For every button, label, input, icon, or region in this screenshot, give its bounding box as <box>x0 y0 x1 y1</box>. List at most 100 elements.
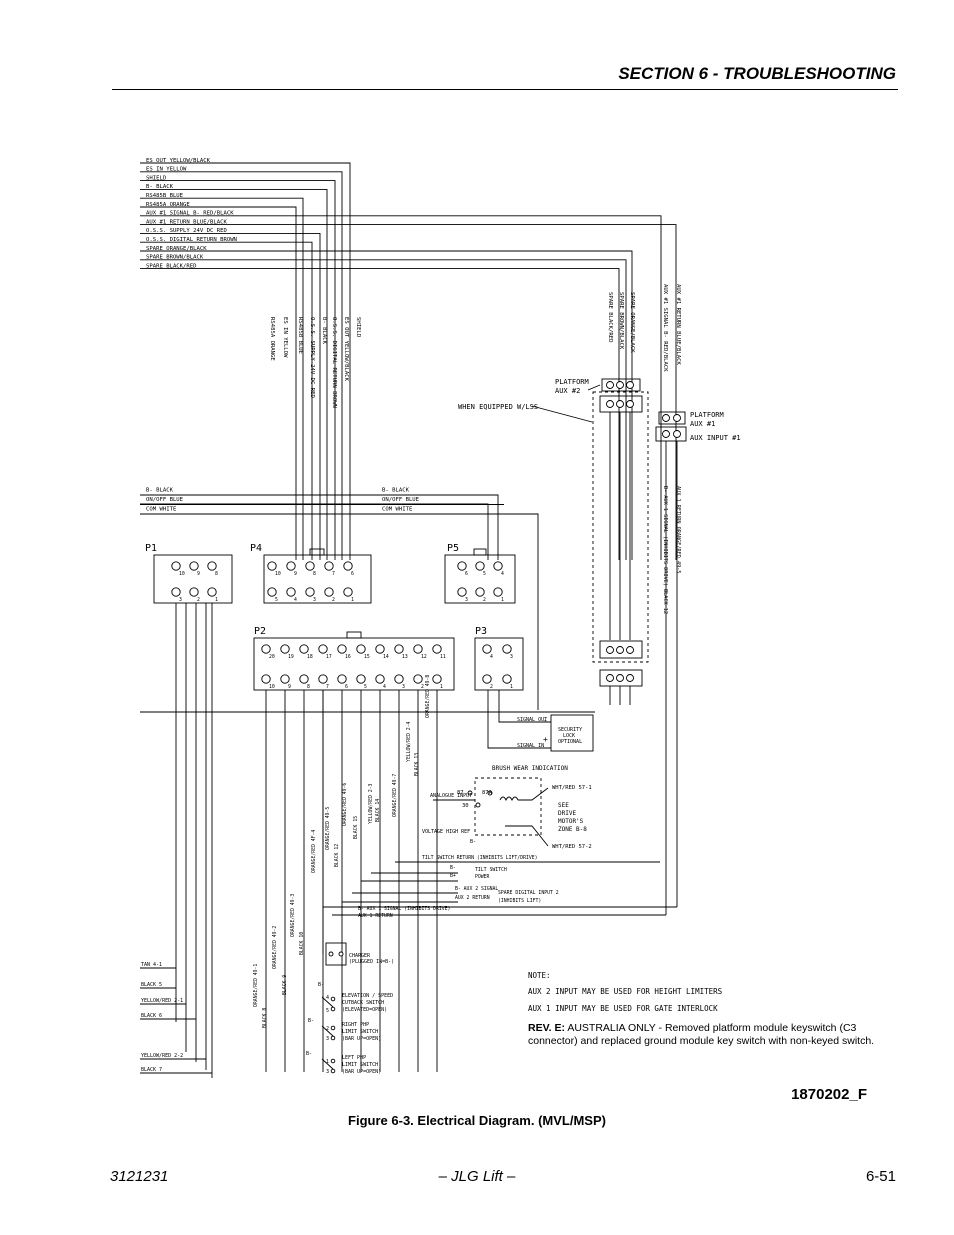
switch-pin-label: 3 <box>326 1069 329 1075</box>
p2-pin-number: 14 <box>383 654 389 660</box>
p5-pin-number: 5 <box>483 571 486 577</box>
bus-wire <box>140 513 539 710</box>
switch-pin-label: 2 <box>326 1026 329 1032</box>
bus-label: COM WHITE <box>382 507 413 513</box>
aux1-lower-label: B- AUX 1 SIGNAL (INHIBITS DRIVE) BLACK 1… <box>662 486 668 614</box>
signal-in-label: SIGNAL IN <box>517 743 544 749</box>
switch-label: LEFT PHP <box>342 1055 366 1061</box>
switch-pin-label: 3 <box>326 1036 329 1042</box>
p1-pin-number: 2 <box>197 597 200 603</box>
p3-pin <box>482 674 492 684</box>
p1-pin <box>171 561 181 571</box>
top-wire <box>140 197 304 560</box>
top-wire <box>140 162 351 560</box>
switch-contact <box>330 1035 336 1041</box>
p2-pin-number: 20 <box>269 654 275 660</box>
p4-wire-label: RS485A ORANGE <box>269 317 275 361</box>
relay-coil <box>499 796 519 802</box>
switch-pin-label: 5 <box>326 1008 329 1014</box>
p2-wire-label: YELLOW/RED 2-4 <box>406 721 412 762</box>
p3-pin-number: 2 <box>490 684 493 690</box>
p2-pin <box>280 644 290 654</box>
p2-pin <box>394 674 404 684</box>
header-rule <box>112 89 898 90</box>
p2-pin <box>337 644 347 654</box>
switch-contact <box>330 1068 336 1074</box>
p2-pin <box>375 644 385 654</box>
see-label: ZONE B-8 <box>558 826 587 833</box>
p2-pin-number: 8 <box>307 684 310 690</box>
p1-pin-number: 8 <box>215 571 218 577</box>
p1-pin-number: 3 <box>179 597 182 603</box>
security-lock-plus: + <box>543 735 548 744</box>
top-wire-label: ES IN YELLOW <box>146 167 187 173</box>
return-label: B+ <box>450 873 456 879</box>
p4-body <box>263 554 372 604</box>
top-wire-label: SPARE BROWN/BLACK <box>146 255 204 261</box>
p1-pin <box>207 561 217 571</box>
aux1-wire-label: AUX #1 SIGNAL B- RED/BLACK <box>662 284 668 372</box>
aux2-socket-pin <box>616 400 624 408</box>
p5-pin-number: 4 <box>501 571 504 577</box>
p4-pin-number: 6 <box>351 571 354 577</box>
security-lock-label: SECURITY <box>558 727 582 733</box>
aux2-lower-pin <box>626 646 634 654</box>
aux2-lower-pin <box>616 646 624 654</box>
p3-pin-number: 4 <box>490 654 493 660</box>
return-label: AUX 2 RETURN <box>455 895 490 901</box>
see-label: MOTOR'S <box>558 818 584 825</box>
switch-contact <box>330 1058 336 1064</box>
p4-pin-number: 3 <box>313 597 316 603</box>
charger-label: (PLUGGED IN=B-) <box>349 959 394 965</box>
brush-wear-box <box>474 777 542 836</box>
p2-wire-label: BLACK 9 <box>282 975 288 995</box>
note-title: NOTE: <box>528 971 551 980</box>
p2-pin-number: 2 <box>421 684 424 690</box>
p3-pin-number: 1 <box>510 684 513 690</box>
bus-label: B- BLACK <box>146 488 174 494</box>
note-line: AUX 1 INPUT MAY BE USED FOR GATE INTERLO… <box>528 1004 718 1013</box>
bus-label: COM WHITE <box>146 507 177 513</box>
p5-pin <box>493 561 503 571</box>
platform-aux1-label: AUX #1 <box>690 420 715 428</box>
p2-wire-label: ORANGE/RED 49-7 <box>392 774 398 817</box>
p2-pin-number: 16 <box>345 654 351 660</box>
p2-pin <box>356 644 366 654</box>
switch-pin-label: 1 <box>326 1059 329 1065</box>
switch-pin-label: B- <box>318 982 324 988</box>
lss-dashed-frame <box>592 391 649 663</box>
p1-wire-label: TAN 4-1 <box>141 962 162 968</box>
return-label: TILT SWITCH <box>475 867 507 873</box>
p2-wire-label: BLACK 13 <box>414 753 420 776</box>
p2-pin <box>261 644 271 654</box>
p4-pin <box>305 561 315 571</box>
leader <box>531 405 593 423</box>
platform-aux2-label: AUX #2 <box>555 387 580 395</box>
aux2-lower-plug-pin <box>616 674 624 682</box>
p2-wire-label: BLACK 8 <box>262 1008 268 1028</box>
aux2-lower-socket <box>599 640 643 659</box>
aux2-wire-label: SPARE BLACK/RED <box>607 292 613 343</box>
p2-pin <box>413 644 423 654</box>
switch-contact <box>330 996 336 1002</box>
p4-pin-number: 1 <box>351 597 354 603</box>
p5-pin <box>493 587 503 597</box>
p2-wire-label: ORANGE/RED 4F-4 <box>311 830 317 873</box>
p2-wire-label: ORANGE/RED 49-6 <box>342 783 348 826</box>
aux2-plug-pin <box>616 381 624 389</box>
p5-pin-number: 3 <box>465 597 468 603</box>
switch-label: (ELEVATED=OPEN) <box>342 1007 387 1013</box>
top-wire-label: SHIELD <box>146 175 167 181</box>
top-wire <box>140 250 633 560</box>
p1-wire-label: BLACK 7 <box>141 1067 162 1073</box>
p3-label: P3 <box>475 626 487 637</box>
top-wire-label: SPARE ORANGE/BLACK <box>146 246 207 252</box>
p4-pin-number: 8 <box>313 571 316 577</box>
p4-pin <box>286 587 296 597</box>
aux1-lower-label: AUX 1 RETURN ORANGE/RED 49-5 <box>675 486 681 573</box>
relay-contact <box>475 802 481 808</box>
p2-pin <box>299 644 309 654</box>
return-label: B- AUX 2 SIGNAL <box>455 886 498 892</box>
p2-pin <box>261 674 271 684</box>
